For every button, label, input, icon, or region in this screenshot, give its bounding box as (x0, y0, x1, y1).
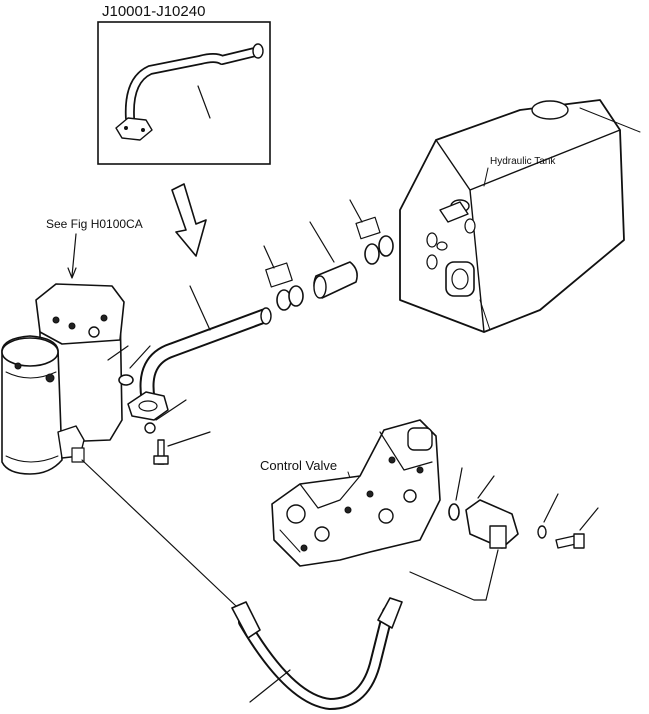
o-ring-valve (448, 503, 460, 521)
o-ring-filter (118, 374, 134, 386)
control-valve-label: Control Valve (260, 458, 337, 473)
hose-joint (263, 199, 394, 311)
return-hose (81, 459, 487, 710)
bolt-elbow (555, 507, 599, 549)
control-valve: Control Valve (260, 419, 441, 567)
washer-flange (144, 422, 156, 434)
inset-pipe (115, 43, 264, 141)
filter-assembly: See Fig H0100CA (1, 217, 143, 475)
elbow-fitting (465, 475, 519, 601)
see-fig-label: See Fig H0100CA (46, 217, 143, 231)
down-arrow (171, 183, 207, 257)
washer-elbow (537, 525, 547, 539)
hydraulic-tank: Hydraulic Tank (399, 99, 641, 333)
serial-inset: J10001-J10240 (97, 3, 271, 165)
serial-range-label: J10001-J10240 (102, 3, 205, 20)
inset-frame (97, 21, 271, 165)
suction-pipe (127, 285, 272, 421)
hydraulic-tank-label: Hydraulic Tank (490, 156, 556, 167)
bolt-flange (153, 431, 211, 465)
